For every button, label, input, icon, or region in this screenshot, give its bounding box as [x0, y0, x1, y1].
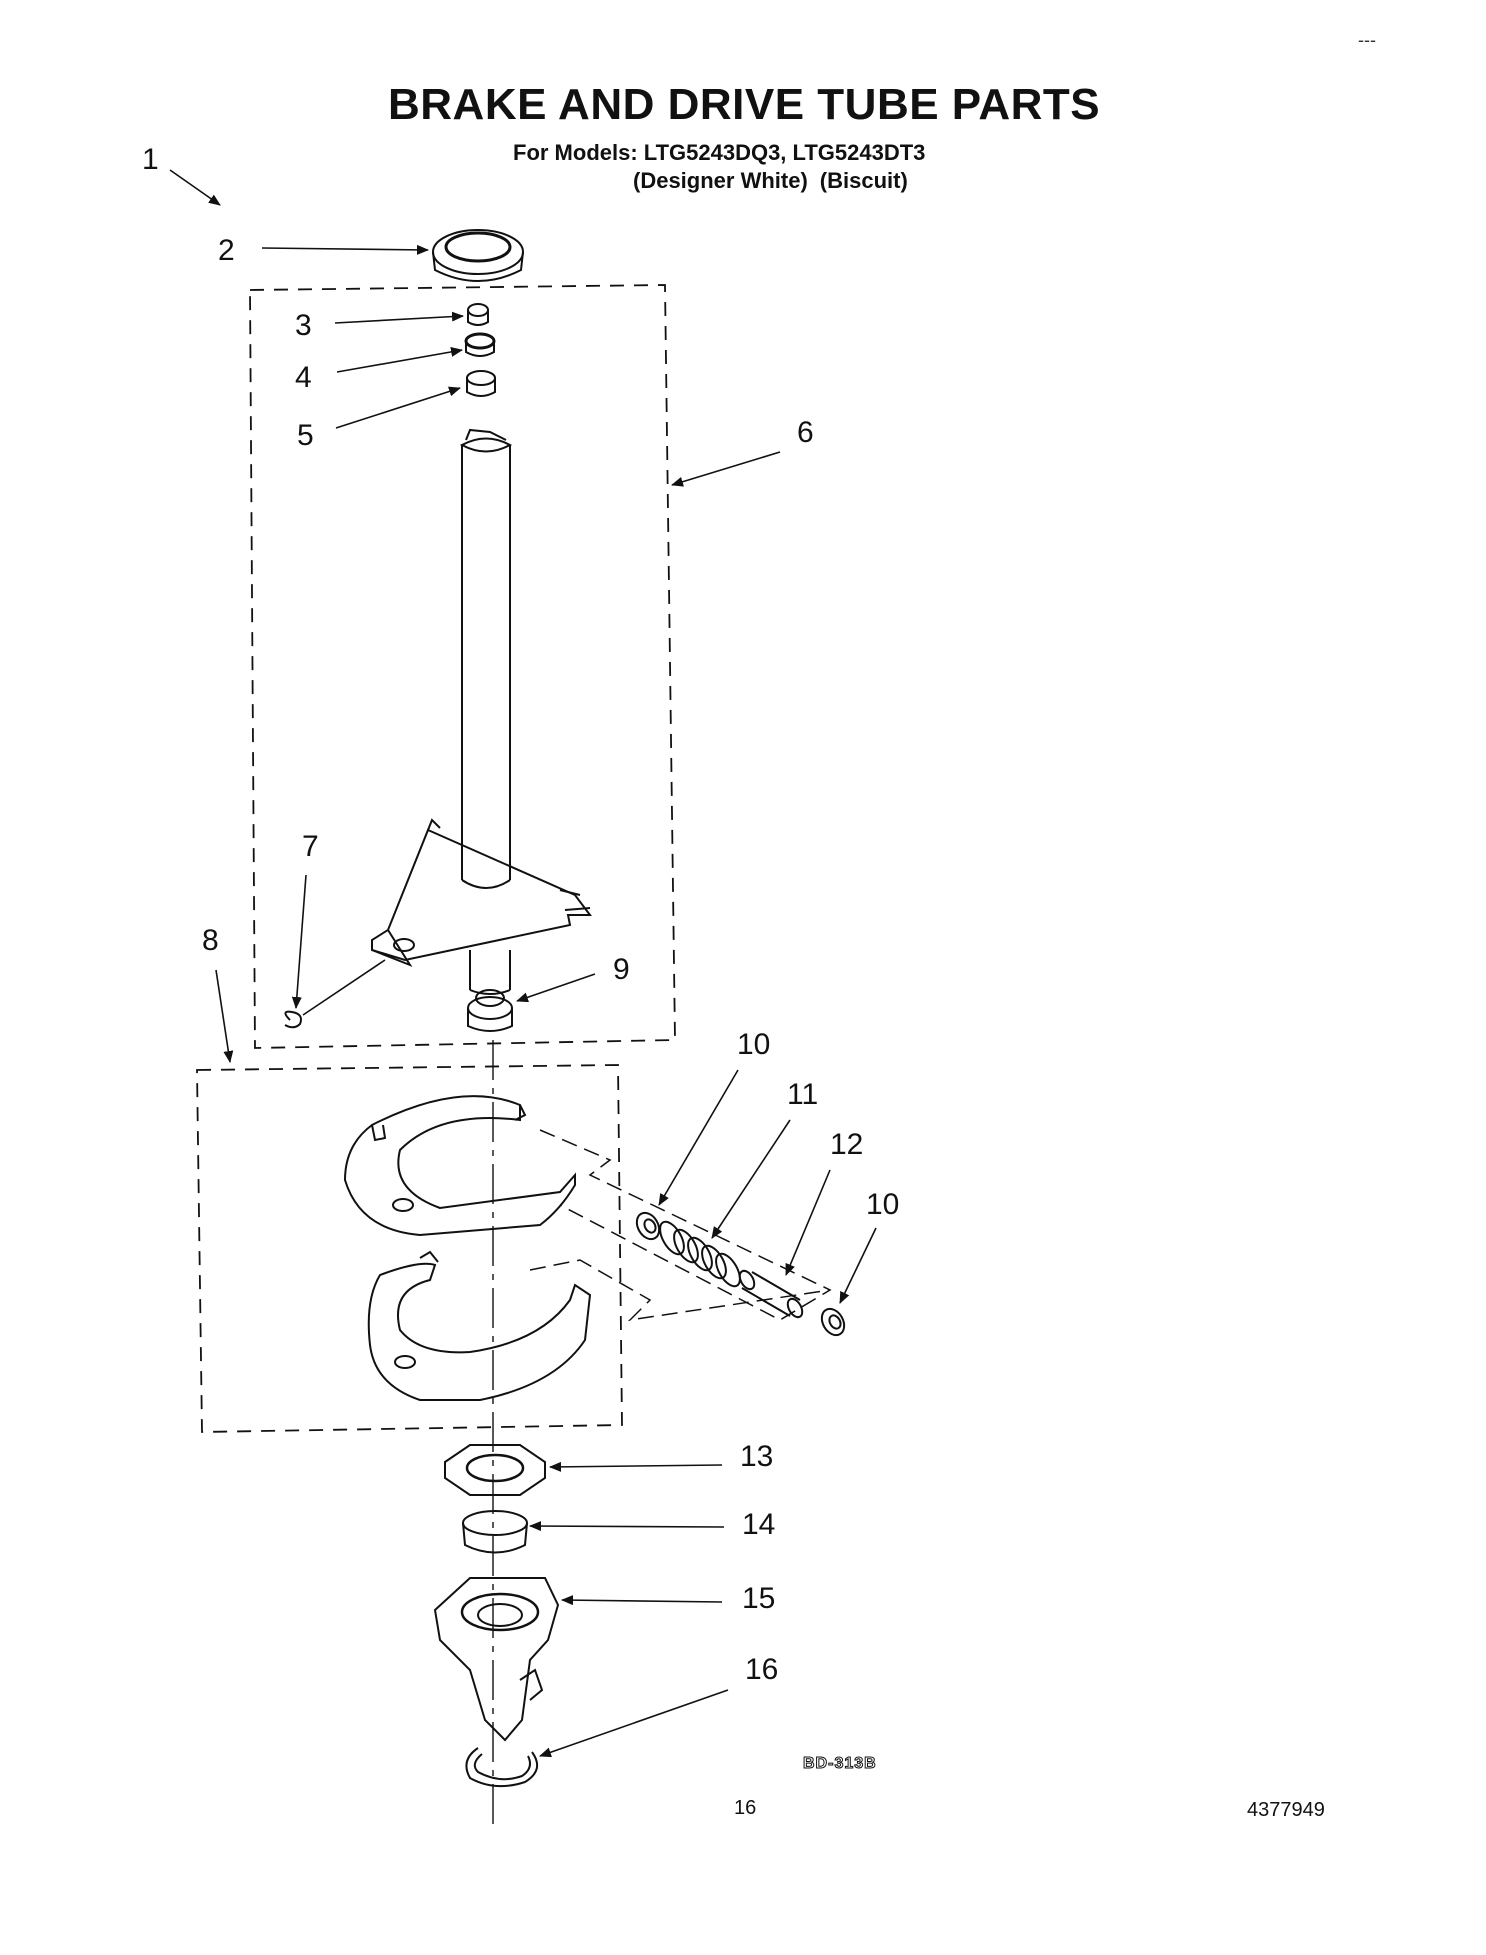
spring-guide-lines	[529, 1129, 832, 1322]
callout-13: 13	[740, 1440, 774, 1473]
callout-9: 9	[613, 953, 630, 986]
callout-1: 1	[142, 143, 159, 176]
leader-2	[261, 244, 429, 255]
part-15-hub	[433, 1577, 560, 1742]
document-number: 4377949	[1247, 1799, 1325, 1821]
leader-12	[785, 1169, 831, 1276]
color-line: (Designer White) (Biscuit)	[633, 168, 920, 194]
part-14-ring	[462, 1510, 528, 1554]
part-8-brake-shoe-upper	[343, 1095, 576, 1237]
leader-14	[529, 1521, 725, 1532]
assembly-8-dashed-box	[196, 1064, 623, 1433]
callout-7: 7	[302, 830, 319, 863]
part-10-spring-cup-right	[820, 1307, 846, 1337]
callout-2: 2	[218, 234, 235, 267]
leader-15	[561, 1595, 723, 1606]
callout-6: 6	[797, 416, 814, 449]
leader-7b	[302, 959, 386, 1016]
leader-5	[335, 386, 461, 429]
callout-15: 15	[742, 1582, 776, 1615]
part-3-bushing	[467, 303, 489, 326]
callout-10-right: 10	[866, 1188, 900, 1221]
callout-16: 16	[745, 1653, 779, 1686]
assembly-6-dashed-box	[249, 284, 676, 1049]
callout-10-left: 10	[737, 1028, 771, 1061]
leader-10b	[839, 1227, 877, 1304]
leader-8	[215, 969, 234, 1063]
callout-12: 12	[830, 1128, 864, 1161]
callout-11: 11	[787, 1078, 819, 1111]
callout-4: 4	[295, 361, 312, 394]
part-7-clip	[284, 1010, 302, 1029]
part-13-flange	[444, 1444, 546, 1496]
callout-14: 14	[742, 1508, 776, 1541]
part-5-bearing	[466, 370, 496, 397]
part-2-seal	[432, 229, 524, 282]
part-10-spring-cup-left	[635, 1211, 661, 1241]
part-4-ring	[464, 332, 496, 357]
part-6-drive-tube	[371, 428, 592, 995]
callout-8: 8	[202, 924, 219, 957]
color-biscuit: (Biscuit)	[819, 168, 908, 193]
callout-3: 3	[295, 309, 312, 342]
leader-6	[671, 451, 781, 487]
part-16-snap-ring	[465, 1747, 539, 1788]
page-number: 16	[734, 1797, 757, 1819]
leader-7	[291, 874, 307, 1009]
leader-lines	[169, 169, 877, 1758]
corner-mark: ---	[1358, 30, 1376, 50]
models-line: For Models: LTG5243DQ3, LTG5243DT3	[513, 140, 926, 165]
color-designer-white: (Designer White)	[633, 168, 808, 193]
leader-3	[334, 311, 464, 324]
leader-11	[711, 1119, 791, 1239]
part-11-spring	[659, 1220, 741, 1288]
part-12-pin	[738, 1269, 804, 1319]
part-9-bushing	[467, 989, 513, 1032]
diagram-code: BD-313B	[803, 1755, 877, 1773]
leader-9	[516, 973, 596, 1003]
leader-16	[539, 1689, 729, 1758]
leader-1	[169, 169, 221, 206]
page-title: BRAKE AND DRIVE TUBE PARTS	[388, 80, 1101, 129]
callout-5: 5	[297, 419, 314, 452]
leader-4	[336, 346, 463, 373]
leader-13	[549, 1461, 723, 1472]
leader-10a	[658, 1069, 739, 1206]
part-8-brake-shoe-lower	[367, 1250, 592, 1401]
